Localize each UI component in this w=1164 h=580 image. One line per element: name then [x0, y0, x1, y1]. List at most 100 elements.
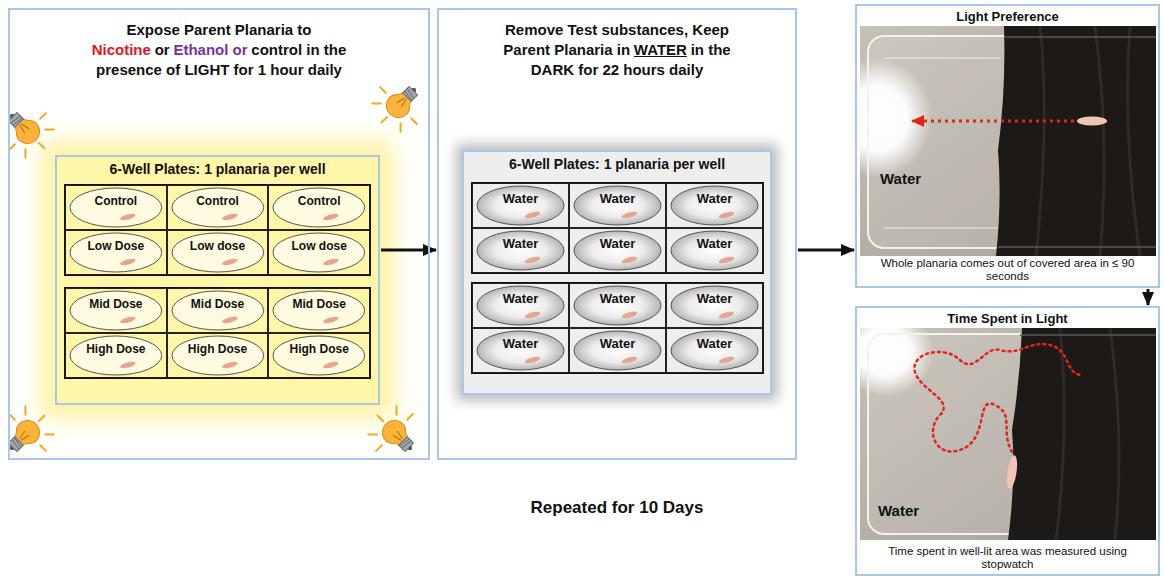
well-oval	[70, 233, 162, 272]
well: Water	[472, 328, 569, 373]
planaria	[323, 316, 340, 325]
well: Mid Dose	[268, 288, 370, 333]
well-oval	[574, 331, 661, 370]
well: Control	[167, 185, 269, 230]
light-bulb	[359, 397, 430, 468]
plate-area: 6-Well Plates: 1 planaria per wellContro…	[55, 155, 380, 405]
planaria	[621, 311, 638, 320]
well: High Dose	[268, 333, 370, 378]
well-label: Mid Dose	[273, 297, 365, 311]
well-label: Control	[273, 194, 365, 208]
planaria	[323, 213, 340, 222]
well: Control	[268, 185, 370, 230]
well-oval	[273, 233, 365, 272]
well-label: High Dose	[273, 342, 365, 356]
planaria	[119, 316, 136, 325]
well: Control	[65, 185, 167, 230]
well-label: Water	[574, 236, 661, 251]
well-label: Water	[477, 191, 564, 206]
well-label: Control	[172, 194, 264, 208]
planaria	[524, 311, 541, 320]
well-label: Low Dose	[70, 239, 162, 253]
well-oval	[574, 286, 661, 325]
planaria	[718, 211, 735, 220]
well-label: Water	[477, 236, 564, 251]
title-text: Expose Parent Planaria to	[84, 20, 354, 40]
well-oval	[70, 188, 162, 227]
planaria	[119, 258, 136, 267]
planaria	[119, 213, 136, 222]
planaria	[221, 213, 238, 222]
well-oval	[477, 231, 564, 270]
planaria	[524, 256, 541, 265]
well: Water	[569, 328, 666, 373]
result-panel: Light PreferenceWaterWhole planaria come…	[855, 4, 1160, 288]
photo-label: Water	[878, 502, 919, 519]
flow-arrow	[798, 249, 854, 252]
well: Water	[472, 228, 569, 273]
plate-heading: 6-Well Plates: 1 planaria per well	[61, 161, 374, 177]
planaria	[221, 361, 238, 370]
well-oval	[477, 186, 564, 225]
planaria	[621, 211, 638, 220]
photo-caption: Time spent in well-lit area was measured…	[865, 545, 1150, 571]
well: High Dose	[167, 333, 269, 378]
light-bulb	[363, 70, 434, 141]
step-panel: Remove Test substances, Keep Parent Plan…	[437, 8, 797, 460]
planaria	[718, 256, 735, 265]
well: Low dose	[268, 230, 370, 275]
well-label: Control	[70, 194, 162, 208]
title-text: WATER	[634, 41, 687, 58]
well-oval	[273, 291, 365, 330]
well: High Dose	[65, 333, 167, 378]
well-label: High Dose	[70, 342, 162, 356]
well-label: High Dose	[172, 342, 264, 356]
panel-title: Time Spent in Light	[861, 311, 1154, 326]
planaria	[621, 356, 638, 365]
note-label: Repeated for 10 Days	[467, 498, 767, 518]
planaria	[323, 258, 340, 267]
well-oval	[671, 331, 758, 370]
well-oval	[477, 331, 564, 370]
planaria	[718, 311, 735, 320]
well-oval	[671, 286, 758, 325]
planaria	[718, 356, 735, 365]
plate-heading: 6-Well Plates: 1 planaria per well	[468, 156, 766, 172]
well-label: Water	[574, 336, 661, 351]
light-bulbs	[0, 70, 434, 468]
planaria	[524, 356, 541, 365]
photo-label: Water	[880, 170, 921, 187]
well-label: Low dose	[172, 239, 264, 253]
well-oval	[477, 286, 564, 325]
planaria	[119, 361, 136, 370]
well-label: Mid Dose	[172, 297, 264, 311]
time-in-light-photo	[860, 328, 1156, 540]
flow-arrow	[381, 249, 436, 252]
well: Low Dose	[65, 230, 167, 275]
well: Mid Dose	[65, 288, 167, 333]
well-label: Low dose	[273, 239, 365, 253]
well-label: Water	[671, 236, 758, 251]
well-oval	[172, 291, 264, 330]
photo-caption: Whole planaria comes out of covered area…	[865, 257, 1150, 283]
well-label: Water	[671, 336, 758, 351]
well-oval	[574, 186, 661, 225]
planaria	[221, 316, 238, 325]
well-oval	[172, 188, 264, 227]
well: Water	[569, 183, 666, 228]
planaria	[524, 211, 541, 220]
well-oval	[70, 336, 162, 375]
well-label: Water	[671, 191, 758, 206]
well-oval	[273, 336, 365, 375]
well-label: Water	[477, 336, 564, 351]
planaria	[221, 258, 238, 267]
flow-arrow	[1147, 289, 1150, 305]
well-label: Water	[477, 291, 564, 306]
planaria	[323, 361, 340, 370]
result-panel: Time Spent in LightWaterTime spent in we…	[855, 306, 1160, 576]
well: Mid Dose	[167, 288, 269, 333]
well: Water	[472, 283, 569, 328]
planaria	[621, 256, 638, 265]
